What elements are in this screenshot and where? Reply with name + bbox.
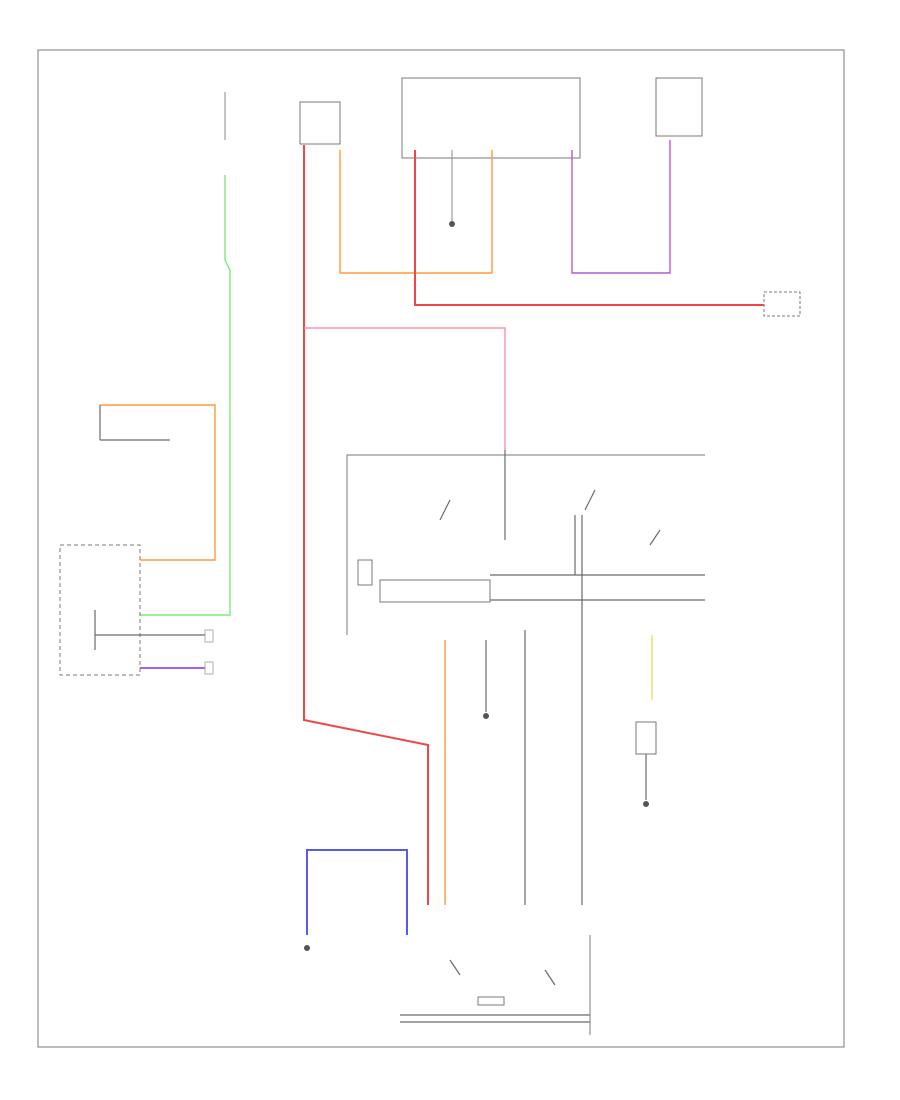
wire-red-right (414, 150, 764, 306)
wire-blue (306, 849, 408, 935)
right-component (635, 635, 657, 807)
left-switch-group (59, 404, 216, 676)
wire-green (140, 175, 231, 616)
wire-orange-left (100, 404, 216, 561)
wire-pink (304, 327, 506, 450)
instrument-cluster-box (59, 544, 141, 676)
diagram-frame (37, 49, 845, 1048)
bottom-section (304, 849, 591, 1035)
connector-right (763, 291, 801, 317)
wire-red-main (303, 145, 429, 905)
fuse-top-left (299, 101, 341, 145)
wire-purple (571, 140, 671, 274)
fuse-box-right (655, 77, 703, 137)
central-module (346, 450, 705, 905)
relay-box (401, 77, 581, 159)
top-wiring (140, 92, 764, 905)
